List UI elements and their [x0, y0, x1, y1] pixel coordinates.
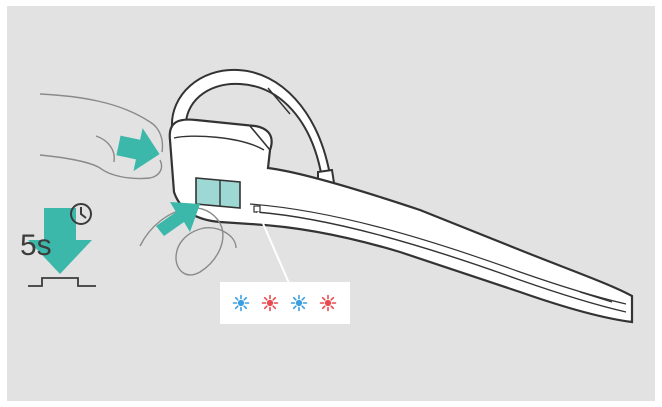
- led-flash-icon: [292, 296, 307, 311]
- led-flash-icon: [321, 296, 336, 311]
- hold-duration-label: 5s: [20, 229, 52, 262]
- led-flash-icon: [234, 296, 249, 311]
- led-flash-icon: [263, 296, 278, 311]
- pairing-button[interactable]: [196, 178, 240, 208]
- led-sequence-box: [220, 282, 350, 324]
